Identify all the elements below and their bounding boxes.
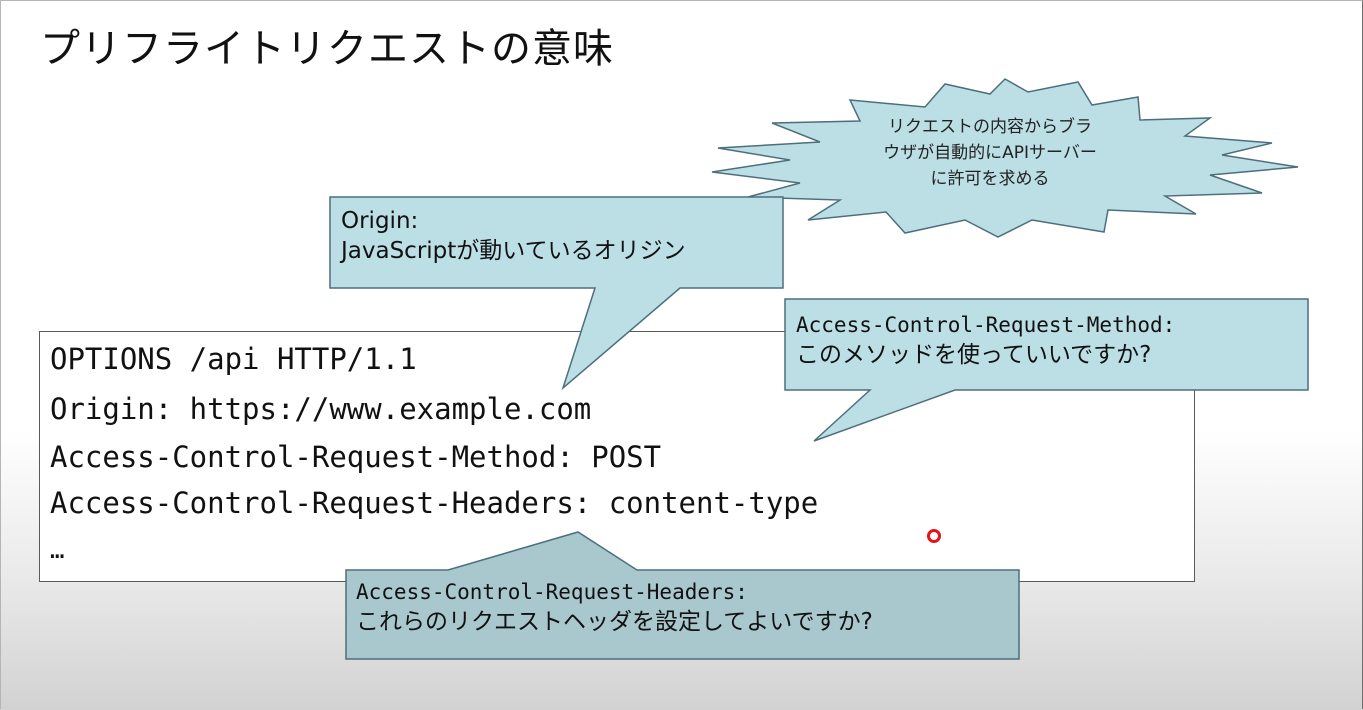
headers-callout-text: Access-Control-Request-Headers: これらのリクエス… — [356, 577, 873, 637]
headers-callout-body: これらのリクエストヘッダを設定してよいですか? — [356, 609, 873, 635]
burst-callout-text: リクエストの内容からブラ ウザが自動的にAPIサーバー に許可を求める — [830, 114, 1150, 192]
burst-callout-shape — [711, 78, 1299, 238]
origin-header-line: Origin: https://www.example.com — [50, 392, 592, 426]
slide-title: プリフライトリクエストの意味 — [40, 26, 614, 72]
method-callout-shape — [784, 298, 1309, 442]
origin-callout-shape — [329, 196, 784, 391]
method-callout-body: このメソッドを使っていいですか? — [796, 342, 1152, 368]
method-header-line: Access-Control-Request-Method: POST — [50, 440, 662, 474]
headers-header-line: Access-Control-Request-Headers: content-… — [50, 486, 819, 520]
request-line: OPTIONS /api HTTP/1.1 — [50, 342, 417, 376]
headers-callout-shape — [345, 531, 1020, 660]
origin-callout-heading: Origin: — [341, 208, 419, 234]
pointer-cursor-indicator — [927, 529, 941, 543]
ellipsis-line: … — [50, 536, 65, 564]
burst-line-3: に許可を求める — [930, 169, 1050, 189]
method-callout-text: Access-Control-Request-Method: このメソッドを使っ… — [796, 310, 1175, 370]
burst-line-1: リクエストの内容からブラ — [888, 117, 1092, 137]
method-callout-heading: Access-Control-Request-Method: — [796, 313, 1176, 337]
burst-line-2: ウザが自動的にAPIサーバー — [883, 143, 1097, 163]
origin-callout-text: Origin: JavaScriptが動いているオリジン — [341, 206, 686, 266]
origin-callout-body: JavaScriptが動いているオリジン — [341, 238, 686, 264]
headers-callout-heading: Access-Control-Request-Headers: — [356, 580, 748, 604]
